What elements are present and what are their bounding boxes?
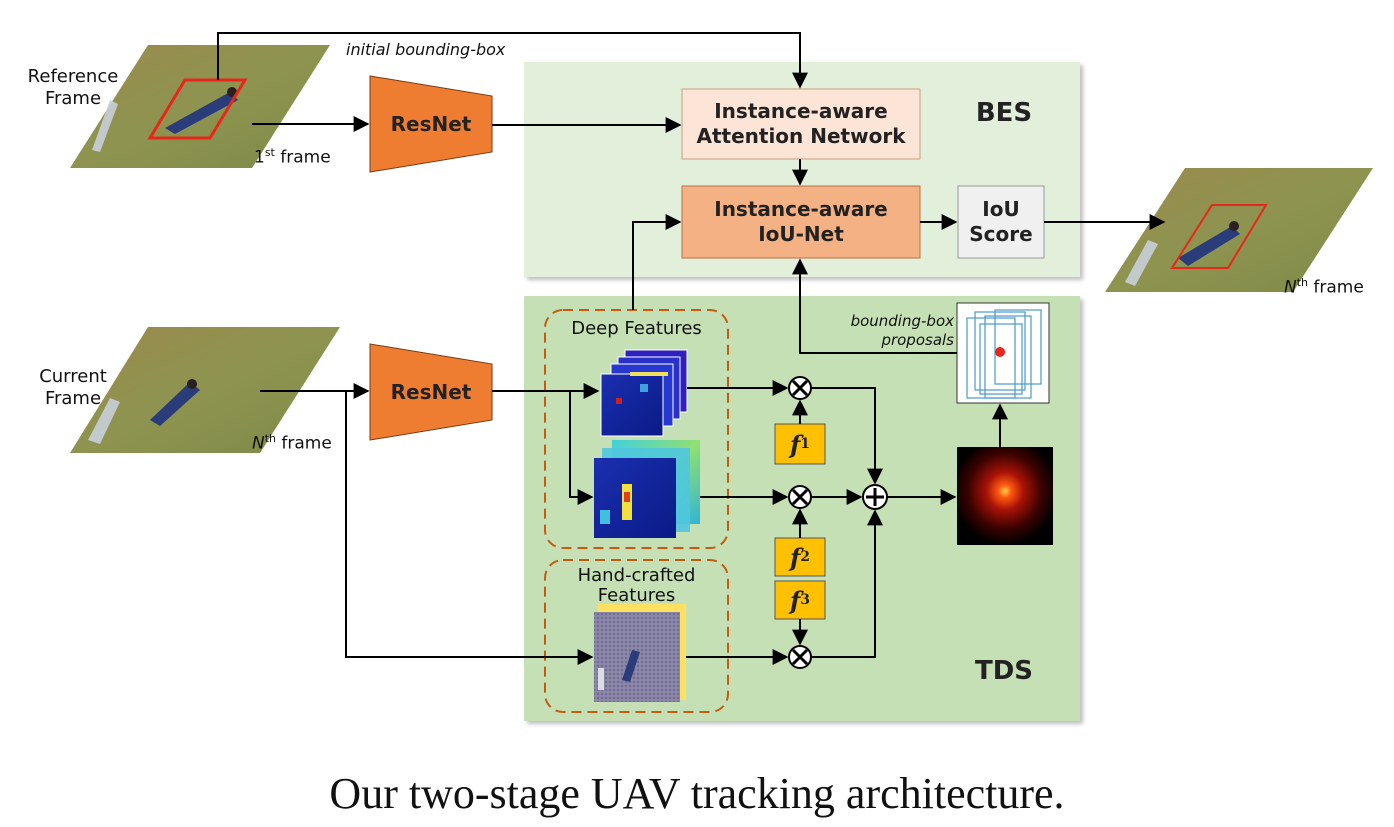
- bes-stage-label: BES: [975, 98, 1033, 128]
- current-frame-label: Current Frame: [39, 366, 107, 409]
- multiply-op-1: [788, 376, 812, 400]
- multiply-op-2: [788, 485, 812, 509]
- arrow-current-to-handcrafted: [345, 391, 594, 665]
- resnet-top-shape: [369, 75, 493, 173]
- arrow-initial-bbox: [217, 32, 808, 89]
- current-frame-image: [70, 327, 340, 453]
- filter-box-2-shape: [774, 537, 826, 577]
- handcrafted-features-label: Hand-crafted Features: [577, 565, 696, 606]
- iou-score-label: IoU Score: [969, 197, 1033, 246]
- nth-frame-input-label: Nth frame: [252, 432, 332, 454]
- arrow-deep-to-iou: [632, 214, 682, 310]
- iou-net-label: Instance-aware IoU-Net: [714, 197, 888, 246]
- iou-score-shape: [957, 185, 1045, 259]
- multiply-op-3: [788, 645, 812, 669]
- deep-feature-map-1: [600, 349, 688, 437]
- reference-frame-image: [70, 45, 330, 168]
- arrow-resnet-to-deep2: [569, 391, 594, 505]
- response-heatmap: [957, 447, 1053, 545]
- nth-frame-output-label: Nth frame: [1284, 276, 1364, 298]
- handcrafted-feature-map: [594, 604, 686, 702]
- arrow-mult3-to-sum: [811, 509, 883, 658]
- deep-features-group: [544, 309, 729, 549]
- initial-bbox-label: initial bounding-box: [346, 40, 506, 59]
- attention-net-label: Instance-aware Attention Network: [696, 99, 906, 148]
- iou-net-shape: [681, 185, 921, 259]
- resnet-top-label: ResNet: [390, 112, 472, 136]
- bbox-proposals-label: bounding-box proposals: [850, 312, 954, 349]
- attention-net-shape: [681, 88, 921, 160]
- output-frame-image: [1105, 168, 1373, 292]
- deep-feature-map-2: [594, 440, 700, 538]
- tds-stage-label: TDS: [974, 656, 1034, 686]
- arrow-mult1-to-sum: [811, 387, 883, 485]
- deep-features-label: Deep Features: [571, 318, 702, 339]
- arrow-proposals-to-iou: [792, 258, 957, 354]
- sum-op: [862, 484, 888, 510]
- figure-caption: Our two-stage UAV tracking architecture.: [329, 769, 1065, 818]
- first-frame-label: 1st frame: [254, 146, 331, 168]
- bbox-proposals-panel: [956, 302, 1050, 404]
- handcrafted-features-group: [544, 559, 729, 713]
- resnet-bottom-shape: [369, 343, 493, 441]
- resnet-bottom-label: ResNet: [390, 380, 472, 404]
- reference-frame-label: Reference Frame: [27, 66, 119, 109]
- filter-box-1-shape: [774, 423, 826, 465]
- filter-box-3-shape: [774, 580, 826, 620]
